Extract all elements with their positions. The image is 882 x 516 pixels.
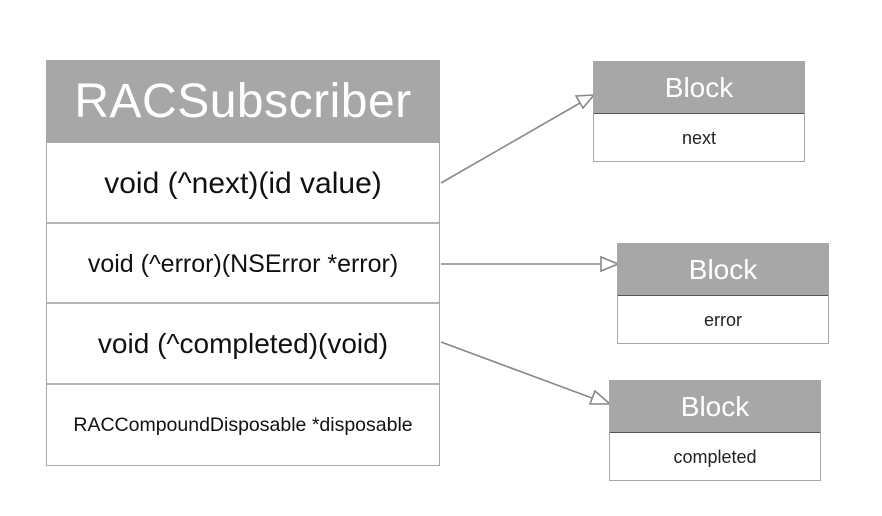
- block-error-title: Block: [618, 244, 828, 296]
- arrowhead-completed: [588, 389, 613, 405]
- member-divider: [47, 222, 439, 224]
- block-completed-title: Block: [610, 381, 820, 433]
- block-error-label: error: [703, 309, 742, 330]
- arrow-next: [440, 102, 581, 184]
- member-completed: void (^completed)(void): [97, 328, 389, 359]
- member-divider: [47, 302, 439, 304]
- member-divider: [47, 383, 439, 385]
- arrow-completed: [440, 341, 593, 399]
- member-error: void (^error)(NSError *error): [87, 249, 399, 278]
- block-next-title: Block: [594, 62, 804, 114]
- block-next-label: next: [681, 127, 717, 148]
- member-next: void (^next)(id value): [104, 167, 382, 200]
- arrowhead-error: [600, 255, 621, 273]
- class-title: RACSubscriber: [46, 60, 440, 143]
- arrowhead-next: [574, 94, 596, 110]
- member-disposable: RACCompoundDisposable *disposable: [73, 413, 413, 436]
- block-completed-label: completed: [673, 446, 757, 467]
